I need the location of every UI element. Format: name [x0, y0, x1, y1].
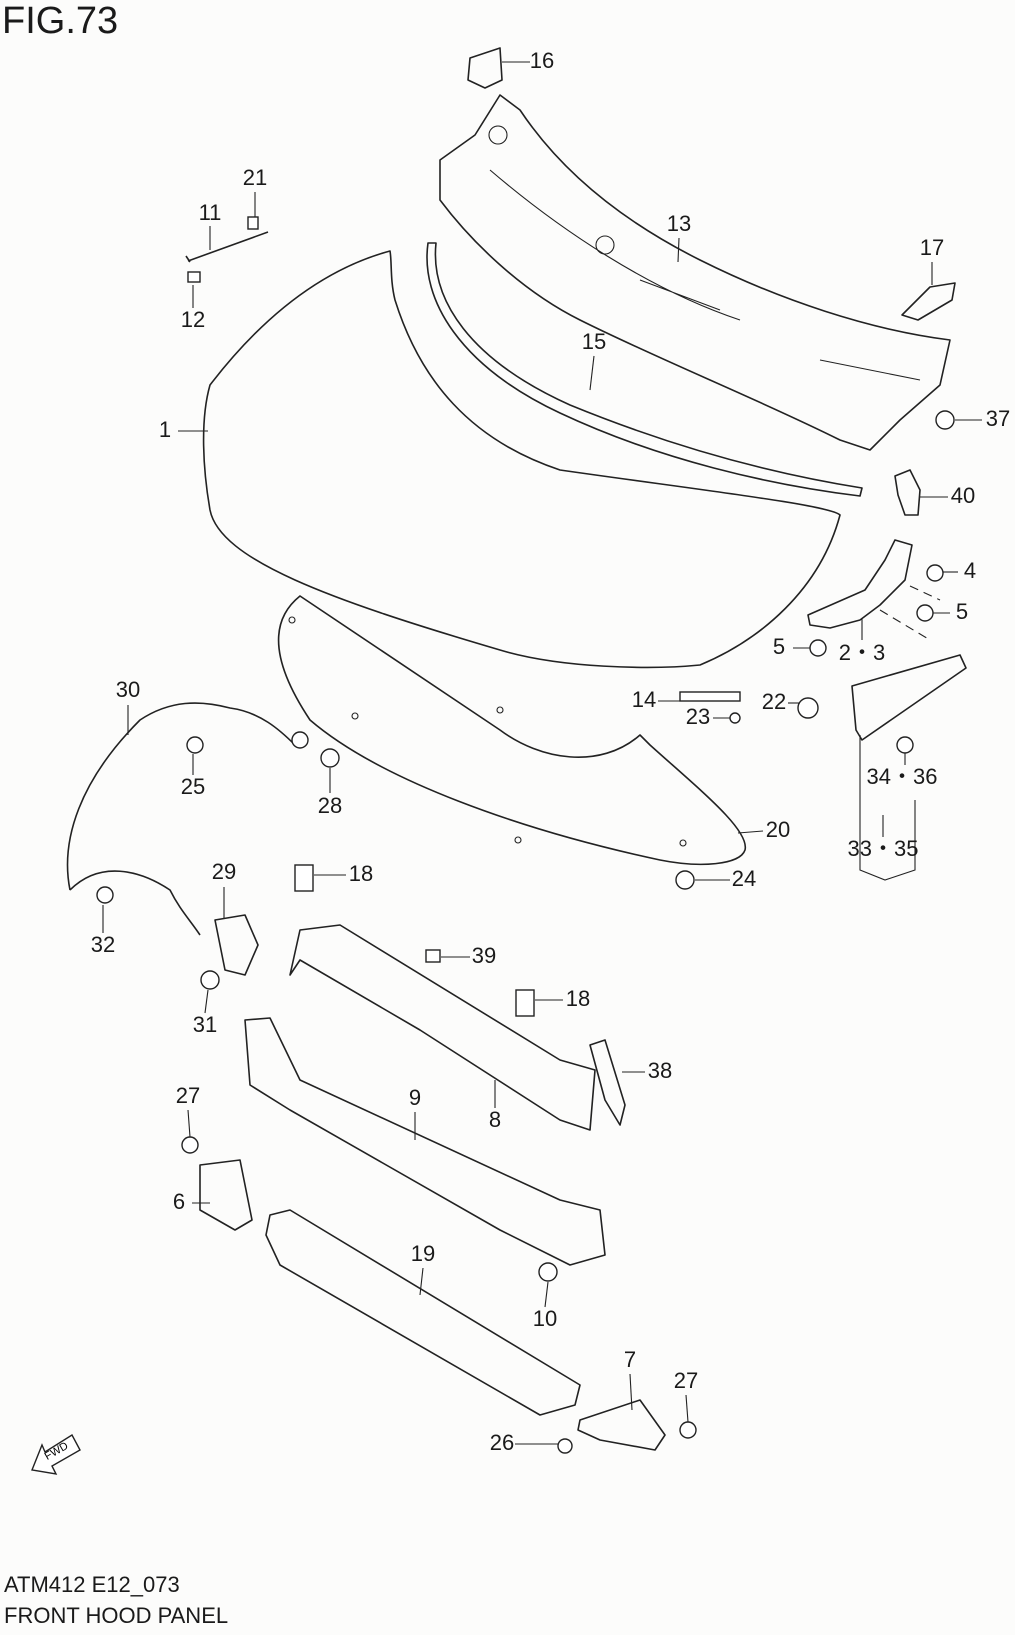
callout-29: 29	[212, 859, 236, 884]
callout-34-36: 34・36	[867, 764, 938, 789]
callout-40: 40	[951, 483, 975, 508]
part-cowl-top[interactable]	[439, 94, 951, 451]
callout-10: 10	[533, 1306, 557, 1331]
callout-31: 31	[193, 1012, 217, 1037]
callout-18: 18	[566, 986, 590, 1011]
part-hood-hinge[interactable]	[807, 539, 913, 629]
fasteners	[96, 410, 955, 1454]
callout-16: 16	[530, 48, 554, 73]
callout-11: 11	[199, 200, 222, 225]
callout-23: 23	[686, 704, 710, 729]
part-lower-member[interactable]	[244, 1017, 606, 1266]
leader-lines	[102, 61, 982, 1445]
callout-2-3: 2・3	[839, 640, 885, 665]
callout-17: 17	[920, 235, 944, 260]
callout-39: 39	[472, 943, 496, 968]
part-17[interactable]	[901, 282, 956, 321]
figure-title: FIG.73	[2, 0, 119, 42]
part-side-lamp[interactable]	[851, 654, 967, 741]
callout-18: 18	[349, 861, 373, 886]
callout-13: 13	[667, 211, 691, 236]
part-40[interactable]	[894, 469, 921, 516]
callout-24: 24	[732, 866, 756, 891]
callout-37: 37	[986, 406, 1010, 431]
part-hood-seal[interactable]	[426, 242, 863, 497]
part-upper-member[interactable]	[289, 924, 596, 1131]
callout-33-35: 33・35	[848, 836, 919, 861]
callout-27: 27	[176, 1083, 200, 1108]
callout-19: 19	[411, 1241, 435, 1266]
callout-22: 22	[762, 689, 786, 714]
callout-20: 20	[766, 817, 790, 842]
callout-8: 8	[489, 1107, 501, 1132]
callout-labels: 16 21 11 12 13 17 15 1 37 40 4 5 5 2・3 1…	[91, 48, 1010, 1455]
part-16[interactable]	[467, 47, 503, 89]
callout-9: 9	[409, 1085, 421, 1110]
callout-25: 25	[181, 774, 205, 799]
callout-6: 6	[173, 1189, 185, 1214]
callout-12: 12	[181, 307, 205, 332]
callout-15: 15	[582, 329, 606, 354]
part-hood-panel[interactable]	[202, 250, 841, 669]
part-hood-latch[interactable]	[214, 914, 259, 976]
part-hood-release-cable[interactable]	[66, 702, 296, 936]
callout-26: 26	[490, 1430, 514, 1455]
part-12[interactable]	[187, 271, 201, 283]
forward-direction-arrow: FWD	[31, 1434, 81, 1475]
callout-14: 14	[632, 687, 656, 712]
callout-1: 1	[159, 417, 171, 442]
callout-28: 28	[318, 793, 342, 818]
diagram-title: FRONT HOOD PANEL	[4, 1603, 229, 1628]
diagram-code: ATM412 E12_073	[4, 1572, 180, 1597]
callout-27: 27	[674, 1368, 698, 1393]
callout-7: 7	[624, 1347, 636, 1372]
callout-30: 30	[116, 677, 140, 702]
callout-32: 32	[91, 932, 115, 957]
part-hood-stay-rod[interactable]	[185, 231, 269, 263]
callout-4: 4	[964, 558, 976, 583]
part-bracket-38[interactable]	[589, 1039, 626, 1126]
part-bracket-7[interactable]	[577, 1399, 666, 1451]
part-21[interactable]	[247, 216, 259, 230]
callout-5: 5	[773, 634, 785, 659]
part-bracket-6[interactable]	[199, 1159, 253, 1231]
callout-21: 21	[243, 165, 267, 190]
callout-5: 5	[956, 599, 968, 624]
part-bumper-reinforcement[interactable]	[265, 1209, 581, 1416]
part-hood-insulator[interactable]	[277, 595, 747, 866]
callout-38: 38	[648, 1058, 672, 1083]
